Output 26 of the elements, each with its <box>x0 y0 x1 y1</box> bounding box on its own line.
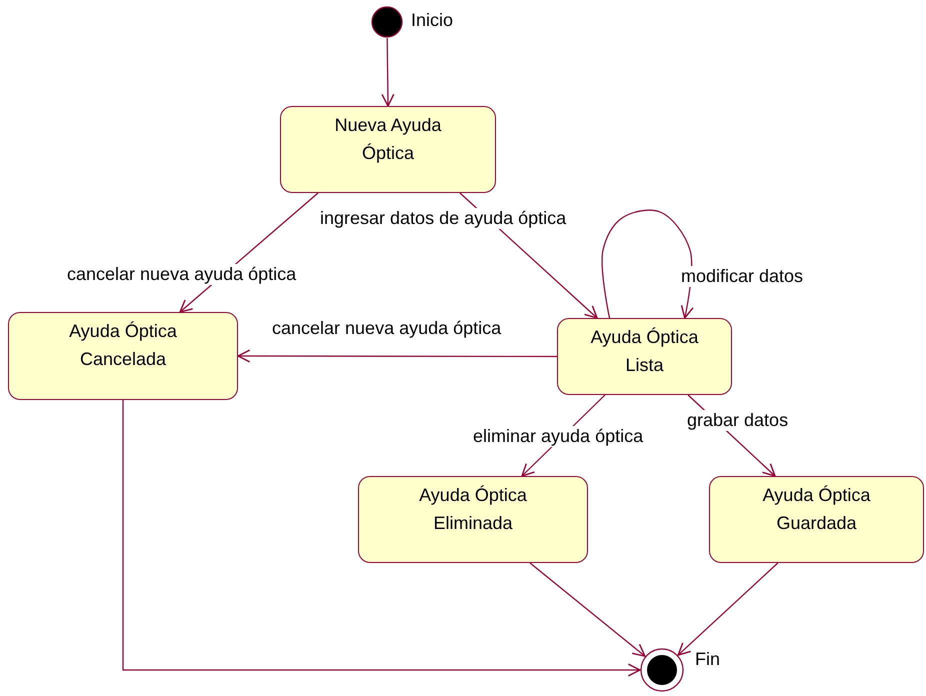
edge-label: grabar datos <box>686 410 790 431</box>
edge-label: modificar datos <box>680 266 804 287</box>
state-name: Ayuda Óptica Eliminada <box>418 484 528 535</box>
transition-arrow <box>237 349 557 363</box>
edge-label: cancelar nueva ayuda óptica <box>66 264 298 285</box>
transition-arrow <box>122 400 641 677</box>
state-name: Ayuda Óptica Guardada <box>762 484 872 535</box>
state-box <box>8 312 238 400</box>
final-state <box>640 648 684 692</box>
state-name: Ayuda Óptica Cancelada <box>68 320 178 371</box>
state-box <box>557 318 732 395</box>
state-name: Nueva Ayuda Óptica <box>334 114 442 165</box>
transition-arrow <box>381 38 394 107</box>
initial-state <box>371 6 403 38</box>
edge-label: eliminar ayuda óptica <box>472 426 644 447</box>
transition-arrow <box>602 210 694 319</box>
edge-label: cancelar nueva ayuda óptica <box>271 318 502 339</box>
state-name: Ayuda Óptica Lista <box>590 326 700 377</box>
state-caption: Fin <box>695 649 720 670</box>
transition-arrow <box>530 562 646 657</box>
state-box <box>280 106 496 193</box>
state-box <box>709 476 924 563</box>
state-caption: Inicio <box>411 10 454 31</box>
transition-arrow <box>677 562 778 656</box>
state-box <box>358 476 588 563</box>
edge-label: ingresar datos de ayuda óptica <box>319 208 568 229</box>
